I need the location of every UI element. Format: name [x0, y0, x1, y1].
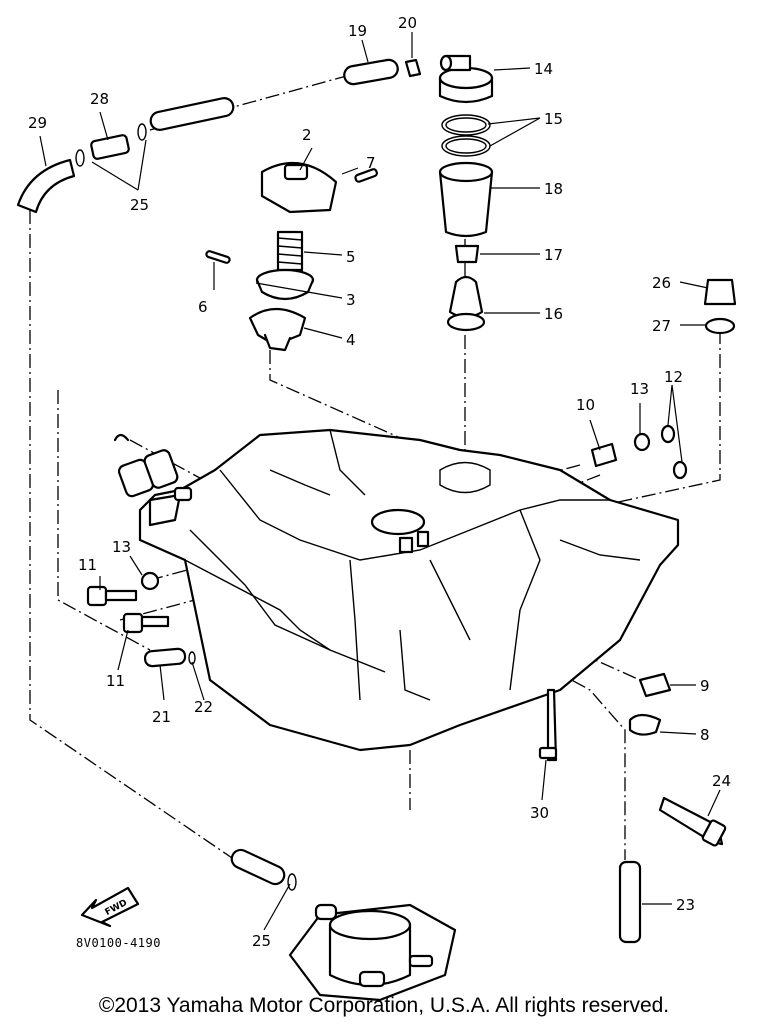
callout-27: 27 [652, 317, 671, 335]
hardware [86, 278, 737, 847]
callout-8: 8 [700, 726, 710, 744]
callout-30: 30 [530, 804, 549, 822]
callout-9: 9 [700, 677, 710, 695]
copyright-notice: ©2013 Yamaha Motor Corporation, U.S.A. A… [98, 994, 670, 1017]
callout-4: 4 [346, 331, 356, 349]
leader-lines [39, 32, 721, 931]
callout-22: 22 [194, 698, 213, 716]
fuel-filter-assembly [288, 903, 457, 1002]
callout-15: 15 [544, 110, 563, 128]
fuel-tank [113, 428, 680, 752]
callout-18: 18 [544, 180, 563, 198]
callout-5: 5 [346, 248, 356, 266]
fwd-arrow-icon: FWD [80, 886, 140, 928]
callout-21: 21 [152, 708, 171, 726]
callout-7: 7 [366, 154, 376, 172]
callout-23: 23 [676, 896, 695, 914]
callout-2: 2 [302, 126, 312, 144]
callout-24: 24 [712, 772, 731, 790]
callout-11-upper: 11 [78, 556, 97, 574]
callout-14: 14 [534, 60, 553, 78]
callout-labels: 2 3 4 5 6 7 8 9 10 11 11 12 13 13 14 15 … [28, 14, 731, 950]
fuel-pickup-assembly [438, 54, 494, 332]
diagram-code: 8V0100-4190 [76, 936, 161, 950]
callout-10: 10 [576, 396, 595, 414]
callout-26: 26 [652, 274, 671, 292]
callout-6: 6 [198, 298, 208, 316]
callout-20: 20 [398, 14, 417, 32]
hoses-and-fittings [16, 58, 642, 944]
callout-13-right: 13 [630, 380, 649, 398]
callout-3: 3 [346, 291, 356, 309]
callout-25-upper: 25 [130, 196, 149, 214]
callout-25-lower: 25 [252, 932, 271, 950]
callout-11-lower: 11 [106, 672, 125, 690]
callout-17: 17 [544, 246, 563, 264]
callout-19: 19 [348, 22, 367, 40]
callout-12: 12 [664, 368, 683, 386]
callout-13-left: 13 [112, 538, 131, 556]
callout-28: 28 [90, 90, 109, 108]
callout-16: 16 [544, 305, 563, 323]
callout-29: 29 [28, 114, 47, 132]
